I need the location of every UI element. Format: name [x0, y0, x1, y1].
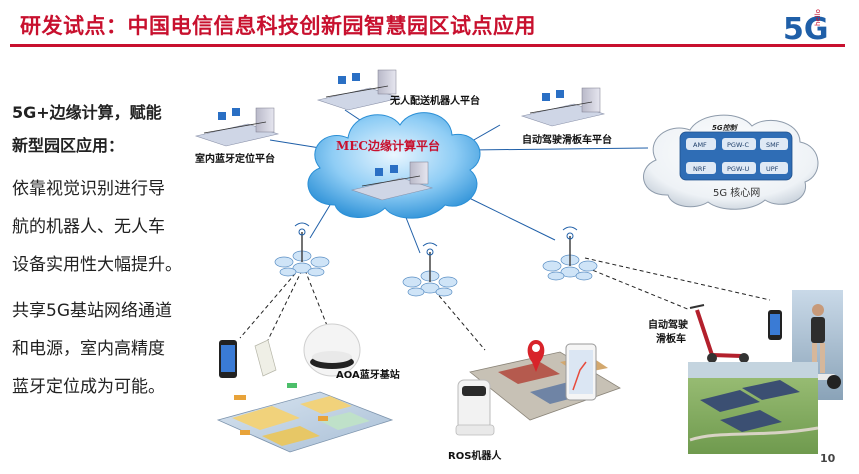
core-node-nrf-label: NRF: [693, 165, 706, 173]
left-para1: 依靠视觉识别进行导 航的机器人、无人车 设备实用性大幅提升。: [12, 170, 208, 284]
dashed-link-scooter: [579, 264, 691, 311]
ros-robot-label: ROS机器人: [448, 449, 502, 462]
page-number: 10: [820, 452, 836, 465]
aoa-label: AOA蓝牙基站: [336, 368, 400, 381]
bluetooth-platform-label: 室内蓝牙定位平台: [195, 152, 275, 165]
bluetooth-beacon-icon: [254, 339, 277, 377]
core-node-pgwu: [722, 162, 756, 174]
page-title: 研发试点：中国电信信息科技创新园智慧园区试点应用: [20, 14, 536, 38]
left-para1-line: 依靠视觉识别进行导: [12, 179, 165, 199]
smartphone-left-icon: [219, 340, 237, 378]
core-node-amf-label: AMF: [693, 141, 707, 149]
link-bluetooth-platform: [269, 139, 321, 149]
antenna-icon: [298, 228, 306, 236]
core-node-row-bottom: NRF PGW-U UPF: [686, 162, 788, 174]
smartphone-right-icon: [768, 310, 782, 340]
dashed-link-phone-right: [584, 257, 771, 301]
scooter-label-line2: 滑板车: [656, 332, 686, 345]
core-net-label: 5G 核心网: [713, 186, 760, 199]
left-para2-line: 和电源，室内高精度: [12, 339, 165, 359]
mec-cloud: [307, 112, 481, 219]
robot-platform-icon: [316, 69, 402, 111]
link-core-net: [469, 147, 649, 151]
left-description: 5G+边缘计算，赋能 新型园区应用： 依靠视觉识别进行导 航的机器人、无人车 设…: [12, 96, 208, 406]
base-station-middle: [402, 242, 458, 297]
location-pin-icon: [527, 340, 545, 372]
core-node-pgwc: [722, 138, 756, 150]
core-node-smf: [760, 138, 788, 150]
core-node-pgwu-label: PGW-U: [727, 165, 749, 173]
campus-aerial-photo: [688, 362, 819, 454]
base-station-right: [542, 226, 598, 281]
scooter-label-line1: 自动驾驶: [648, 318, 688, 331]
indoor-floor-map: [216, 383, 394, 453]
left-heading-line1: 5G+边缘计算，赋能: [12, 103, 162, 122]
5g-logo: 5G hello: [783, 9, 829, 44]
left-para1-line: 设备实用性大幅提升。: [12, 255, 182, 275]
link-bs-left: [309, 204, 331, 239]
scooter-platform-label: 自动驾驶滑板车平台: [522, 133, 612, 146]
navigation-phone-icon: [565, 343, 597, 401]
campus-map-3d: [469, 340, 621, 421]
antenna-icon: [566, 232, 574, 240]
core-node-pgwc-label: PGW-C: [727, 141, 749, 149]
scooter-icon: [689, 304, 749, 363]
core-node-upf: [760, 162, 788, 174]
bluetooth-platform-icon: [194, 107, 280, 147]
logo-hello-text: hello: [814, 9, 822, 26]
core-node-nrf: [686, 162, 716, 174]
scooter-platform-icon: [520, 87, 606, 127]
logo-5g-text: 5G: [783, 12, 829, 44]
antenna-icon: [426, 248, 434, 256]
left-para1-line: 航的机器人、无人车: [12, 217, 165, 237]
core-node-upf-label: UPF: [766, 165, 779, 173]
dashed-link-phone: [239, 267, 301, 339]
dashed-link-ros: [429, 284, 486, 351]
left-para2: 共享5G基站网络通道 和电源，室内高精度 蓝牙定位成为可能。: [12, 292, 208, 406]
left-para2-line: 共享5G基站网络通道: [12, 301, 172, 321]
link-bs-mid: [404, 214, 421, 254]
core-node-amf: [686, 138, 716, 150]
left-para2-line: 蓝牙定位成为可能。: [12, 377, 165, 397]
base-station-left: [274, 222, 330, 277]
aoa-base-station-icon: [303, 323, 361, 377]
link-bs-right: [462, 194, 556, 241]
dashed-link-beacon: [267, 269, 303, 341]
left-heading-line2: 新型园区应用：: [12, 136, 125, 155]
core-node-smf-label: SMF: [766, 141, 780, 149]
core-node-row-top: AMF PGW-C SMF: [686, 138, 788, 150]
mec-server-icon: [350, 161, 434, 201]
mec-cloud-label: MEC边缘计算平台: [336, 138, 440, 153]
wireless-links: [239, 257, 771, 351]
core-control-label: 5G控制: [712, 123, 739, 132]
title-divider: [10, 44, 845, 47]
ros-robot-icon: [455, 379, 495, 436]
dashed-link-aoa: [304, 269, 329, 329]
robot-platform-label: 无人配送机器人平台: [389, 94, 480, 107]
